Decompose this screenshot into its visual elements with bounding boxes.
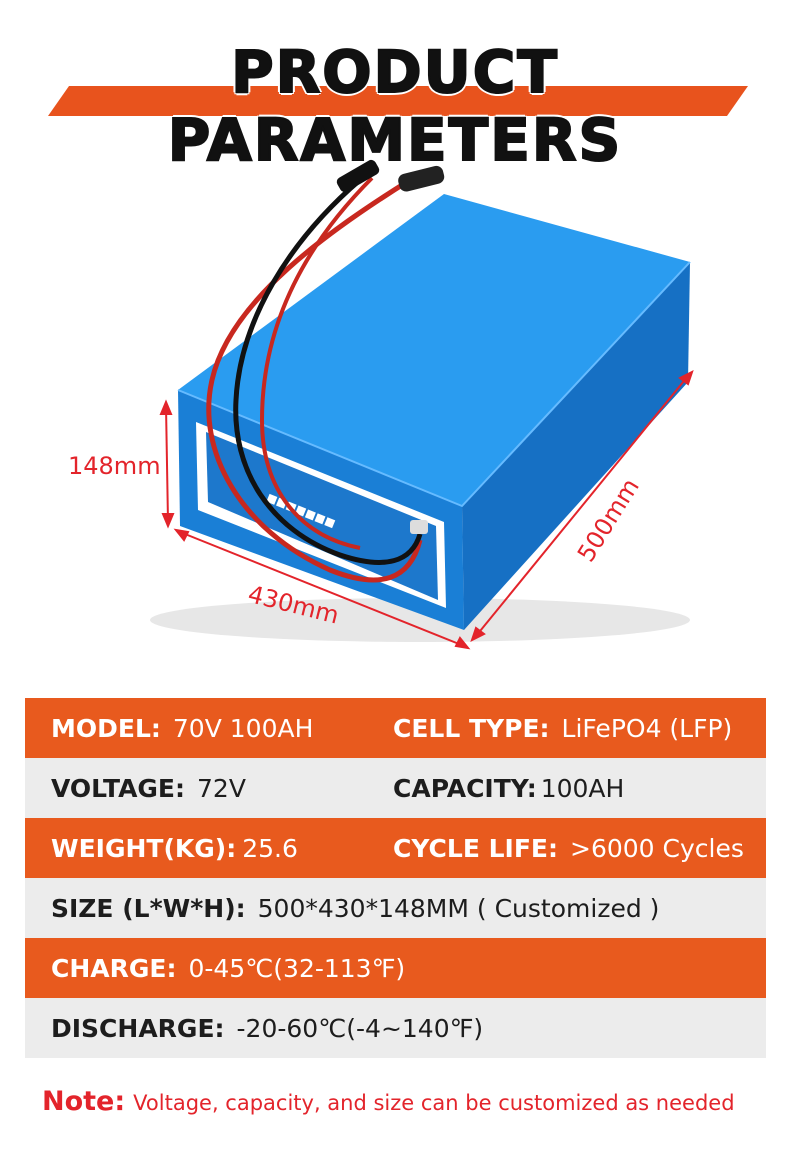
spec-key: DISCHARGE: — [51, 1013, 225, 1043]
spec-cycle-life: CYCLE LIFE: >6000 Cycles — [393, 834, 744, 863]
spec-row-size: SIZE (L*W*H): 500*430*148MM ( Customized… — [25, 878, 766, 938]
spec-capacity: CAPACITY: 100AH — [393, 774, 624, 803]
spec-value: 0-45℃(32-113℉) — [188, 953, 406, 983]
title-underline-band — [48, 86, 748, 116]
product-illustration: ■■■■■■■ 148mm 430mm 500mm — [0, 150, 790, 670]
note-line: Note: Voltage, capacity, and size can be … — [42, 1086, 772, 1117]
spec-key: WEIGHT(KG): — [51, 833, 237, 863]
dimension-lines — [159, 370, 694, 650]
spec-key: VOLTAGE: — [51, 773, 186, 803]
battery-edge — [177, 261, 691, 508]
spec-value: >6000 Cycles — [570, 833, 744, 863]
spec-key: MODEL: — [51, 713, 161, 743]
battery-top-face — [178, 194, 690, 506]
battery-drawing: ■■■■■■■ — [150, 159, 694, 650]
battery-side-face — [462, 262, 690, 630]
red-wire — [206, 177, 423, 583]
dimension-height-label: 148mm — [68, 452, 161, 480]
spec-value: -20-60℃(-4~140℉) — [236, 1013, 484, 1043]
spec-weight: WEIGHT(KG): 25.6 — [51, 834, 393, 863]
connector-plug-2 — [398, 165, 445, 192]
spec-key: CAPACITY: — [393, 773, 537, 803]
label-inner — [206, 432, 438, 600]
spec-row-charge: CHARGE: 0-45℃(32-113℉) — [25, 938, 766, 998]
spec-row-weight: WEIGHT(KG): 25.6 CYCLE LIFE: >6000 Cycle… — [25, 818, 766, 878]
wire-grommet — [410, 520, 428, 534]
spec-row-model: MODEL: 70V 100AH CELL TYPE: LiFePO4 (LFP… — [25, 698, 766, 758]
spec-key: CYCLE LIFE: — [393, 833, 559, 863]
spec-size: SIZE (L*W*H): 500*430*148MM ( Customized… — [51, 894, 659, 923]
title-banner: PRODUCT PARAMETERS — [0, 30, 790, 175]
spec-model: MODEL: 70V 100AH — [51, 714, 393, 743]
spec-value: LiFePO4 (LFP) — [561, 713, 733, 743]
spec-charge: CHARGE: 0-45℃(32-113℉) — [51, 954, 405, 983]
spec-value: 70V 100AH — [172, 713, 314, 743]
spec-key: SIZE (L*W*H): — [51, 893, 246, 923]
spec-discharge: DISCHARGE: -20-60℃(-4~140℉) — [51, 1014, 483, 1043]
spec-row-voltage: VOLTAGE: 72V CAPACITY: 100AH — [25, 758, 766, 818]
spec-row-discharge: DISCHARGE: -20-60℃(-4~140℉) — [25, 998, 766, 1058]
note-label: Note: — [42, 1086, 126, 1117]
spec-key: CELL TYPE: — [393, 713, 550, 743]
spec-value: 72V — [197, 773, 246, 803]
spec-value: 500*430*148MM ( Customized ) — [257, 893, 660, 923]
connector-plug — [336, 159, 380, 193]
spec-voltage: VOLTAGE: 72V — [51, 774, 393, 803]
page-title: PRODUCT PARAMETERS — [167, 37, 623, 175]
spec-cell-type: CELL TYPE: LiFePO4 (LFP) — [393, 714, 732, 743]
note-text: Voltage, capacity, and size can be custo… — [133, 1091, 735, 1115]
spec-table: MODEL: 70V 100AH CELL TYPE: LiFePO4 (LFP… — [25, 698, 766, 1058]
drop-shadow — [150, 598, 690, 642]
black-wire — [233, 178, 423, 565]
red-wire-2 — [259, 176, 374, 550]
spec-value: 100AH — [540, 773, 625, 803]
spec-key: CHARGE: — [51, 953, 177, 983]
spec-value: 25.6 — [242, 833, 298, 863]
